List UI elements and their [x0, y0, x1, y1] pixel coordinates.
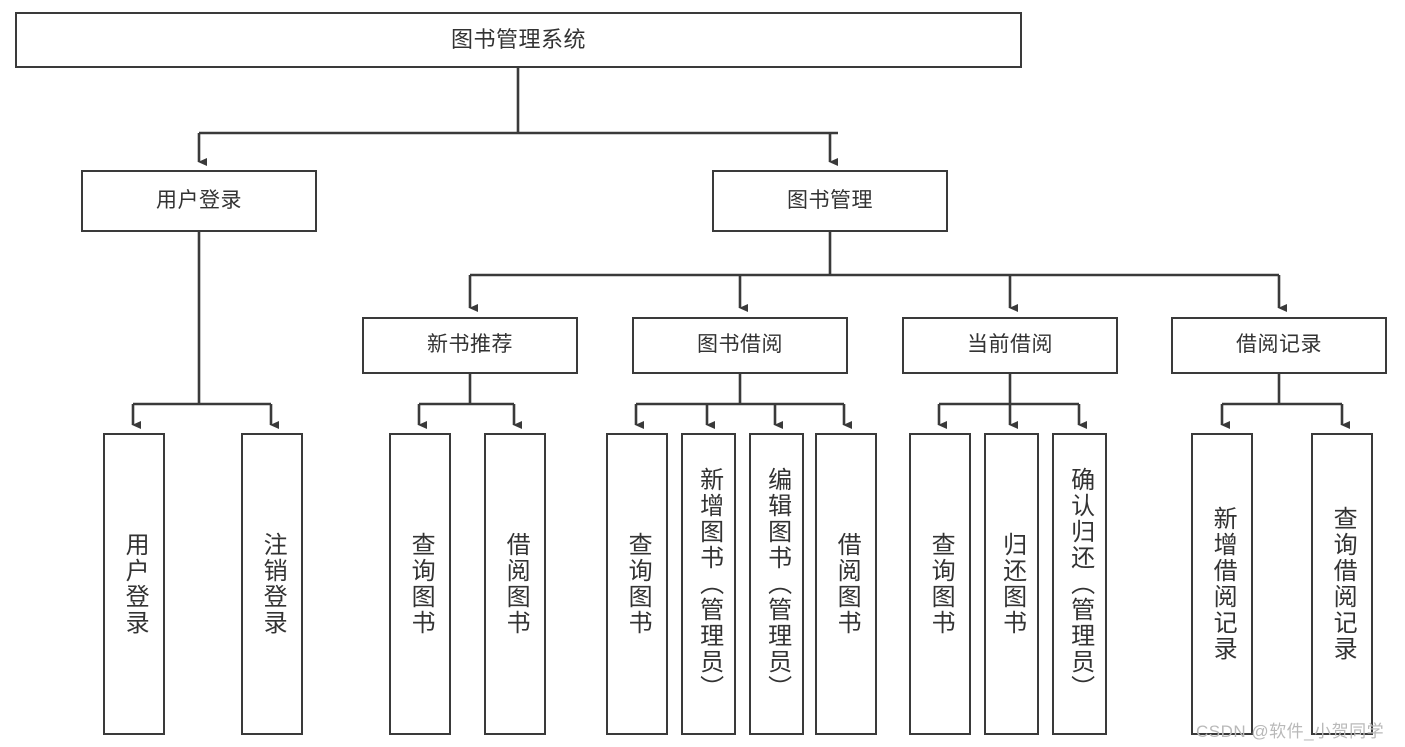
- node-leaf-borrow-book-2[interactable]: 借阅图书: [815, 433, 877, 735]
- node-leaf-add-record[interactable]: 新增借阅记录: [1191, 433, 1253, 735]
- node-label: 查询图书: [927, 532, 955, 636]
- node-leaf-return-book[interactable]: 归还图书: [984, 433, 1039, 735]
- node-label: 图书借阅: [697, 333, 783, 357]
- node-leaf-logout-login[interactable]: 注销登录: [241, 433, 303, 735]
- node-leaf-user-login[interactable]: 用户登录: [103, 433, 165, 735]
- node-label: 图书管理: [787, 188, 873, 212]
- node-label: 注销登录: [259, 532, 287, 636]
- node-leaf-add-book[interactable]: 新增图书（管理员）: [681, 433, 736, 735]
- node-book-manage[interactable]: 图书管理: [712, 170, 948, 232]
- node-label: 查询图书: [624, 532, 652, 636]
- node-leaf-edit-book[interactable]: 编辑图书（管理员）: [749, 433, 804, 735]
- node-leaf-confirm-return[interactable]: 确认归还（管理员）: [1052, 433, 1107, 735]
- node-leaf-query-book-2[interactable]: 查询图书: [606, 433, 668, 735]
- node-label: 编辑图书（管理员）: [763, 467, 791, 701]
- node-leaf-query-record[interactable]: 查询借阅记录: [1311, 433, 1373, 735]
- node-label: 确认归还（管理员）: [1066, 467, 1094, 701]
- node-label: 查询图书: [407, 532, 435, 636]
- node-label: 图书管理系统: [450, 27, 586, 53]
- node-label: 新增借阅记录: [1209, 506, 1237, 662]
- node-leaf-query-book-3[interactable]: 查询图书: [909, 433, 971, 735]
- node-label: 用户登录: [156, 188, 242, 212]
- node-new-book-recommend[interactable]: 新书推荐: [362, 317, 578, 374]
- node-label: 借阅图书: [833, 532, 861, 636]
- node-label: 借阅记录: [1236, 333, 1322, 357]
- node-label: 查询借阅记录: [1329, 506, 1357, 662]
- node-current-borrow[interactable]: 当前借阅: [902, 317, 1118, 374]
- node-user-login[interactable]: 用户登录: [81, 170, 317, 232]
- csdn-watermark: CSDN @软件_小贺同学: [1196, 722, 1385, 741]
- node-leaf-query-book-1[interactable]: 查询图书: [389, 433, 451, 735]
- node-label: 归还图书: [998, 532, 1026, 636]
- node-label: 用户登录: [121, 532, 149, 636]
- node-book-borrow[interactable]: 图书借阅: [632, 317, 848, 374]
- node-root-system[interactable]: 图书管理系统: [15, 12, 1022, 68]
- node-label: 借阅图书: [502, 532, 530, 636]
- node-label: 新书推荐: [427, 333, 513, 357]
- node-leaf-borrow-book-1[interactable]: 借阅图书: [484, 433, 546, 735]
- node-label: 当前借阅: [967, 333, 1053, 357]
- node-borrow-record[interactable]: 借阅记录: [1171, 317, 1387, 374]
- node-label: 新增图书（管理员）: [695, 467, 723, 701]
